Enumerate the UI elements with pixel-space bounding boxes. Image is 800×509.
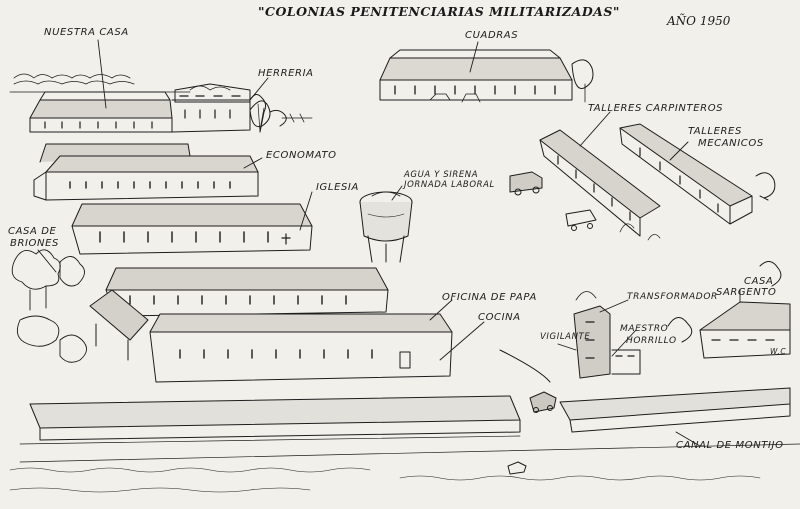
- label-agua-sirena-line1: AGUA Y SIRENA: [404, 170, 479, 180]
- label-nuestra-casa: NUESTRA CASA: [44, 27, 129, 38]
- label-vigilante: VIGILANTE: [540, 332, 591, 342]
- label-talleres-mecanicos-line1: TALLERES: [688, 126, 742, 137]
- label-talleres-carpinteros: TALLERES CARPINTEROS: [588, 103, 724, 114]
- distant-trees: [9, 73, 231, 93]
- label-transformador: TRANSFORMADOR: [627, 292, 718, 302]
- label-economato: ECONOMATO: [266, 150, 337, 161]
- label-herreria: HERRERIA: [258, 68, 314, 79]
- label-maestro-line2: HORRILLO: [626, 336, 677, 346]
- transformador-tower: [573, 291, 641, 379]
- label-canal: CANAL DE MONTIJO: [676, 440, 784, 451]
- label-casa-briones-line1: CASA DE: [8, 226, 57, 237]
- canal-waves: [9, 467, 761, 493]
- casa-briones-trees: [11, 249, 87, 363]
- cuadras-building: [379, 49, 594, 103]
- label-wc: W.C: [770, 347, 787, 356]
- label-casa-sargento-line1: CASA: [744, 276, 774, 287]
- leader-lines: [37, 39, 741, 447]
- iglesia-building: [71, 203, 313, 255]
- truck-sketch: [509, 171, 543, 196]
- label-cocina: COCINA: [478, 312, 521, 323]
- casa-sargento-building: [667, 261, 791, 359]
- herreria-building: [174, 83, 313, 128]
- label-talleres-mecanicos-line2: MECANICOS: [698, 138, 764, 149]
- label-casa-sargento-line2: SARGENTO: [716, 287, 777, 298]
- water-tower: [359, 191, 413, 263]
- gate-vehicle: [507, 391, 557, 475]
- label-cuadras: CUADRAS: [465, 30, 519, 41]
- label-casa-briones-line2: BRIONES: [10, 238, 59, 249]
- label-agua-sirena-line2: JORNADA LABORAL: [404, 180, 495, 190]
- year-label: AÑO 1950: [667, 14, 731, 28]
- label-oficina-papa: OFICINA DE PAPA: [442, 292, 537, 303]
- cocina-building: [149, 313, 453, 383]
- talleres-buildings: [539, 123, 776, 241]
- label-maestro-line1: MAESTRO: [620, 324, 669, 334]
- page-title: "COLONIAS PENITENCIARIAS MILITARIZADAS": [258, 4, 620, 19]
- economato-building: [33, 143, 259, 201]
- oficina-building: [89, 267, 389, 361]
- perimeter-wall: [19, 349, 800, 463]
- nuestra-casa-building: [29, 91, 267, 133]
- label-iglesia: IGLESIA: [316, 182, 359, 193]
